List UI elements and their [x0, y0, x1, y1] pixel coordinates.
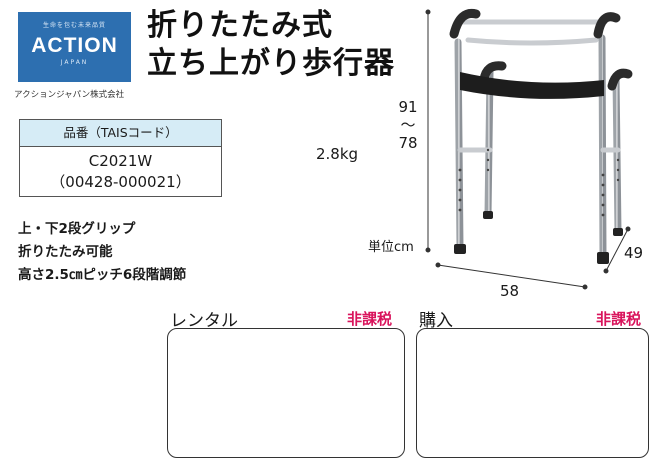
product-code-table: 品番（TAISコード） C2021W （00428-000021） — [19, 119, 222, 197]
width-dimension-line — [437, 264, 586, 288]
company-name: アクションジャパン株式会社 — [14, 90, 125, 100]
walker-illustration — [425, 8, 633, 290]
unit-label: 単位cm — [368, 240, 414, 255]
height-separator: 〜 — [400, 116, 416, 134]
product-title-line1: 折りたたみ式 — [147, 8, 333, 43]
weight-value: 2.8kg — [316, 145, 359, 163]
height-min: 78 — [398, 134, 418, 152]
brand-logo: 生命を包む未来品質 ACTION JAPAN — [18, 12, 131, 82]
feature-item: 折りたたみ可能 — [18, 244, 113, 260]
logo-sub: JAPAN — [60, 59, 89, 66]
tais-code: （00428-000021） — [50, 173, 191, 191]
height-range: 91 〜 78 — [390, 98, 426, 152]
purchase-price-box — [416, 328, 649, 458]
logo-brand: ACTION — [31, 34, 118, 57]
depth-dimension-line — [605, 228, 629, 272]
rental-price-box — [167, 328, 405, 458]
height-max: 91 — [398, 98, 418, 116]
rental-label: レンタル — [170, 311, 238, 331]
purchase-label: 購入 — [419, 311, 453, 331]
code-table-header: 品番（TAISコード） — [20, 120, 221, 147]
feature-item: 上・下2段グリップ — [18, 221, 136, 237]
model-number: C2021W — [88, 152, 153, 170]
rental-tax-badge: 非課税 — [347, 310, 393, 328]
width-value: 58 — [500, 282, 520, 300]
purchase-tax-badge: 非課税 — [596, 310, 642, 328]
product-title-line2: 立ち上がり歩行器 — [147, 46, 395, 81]
depth-value: 49 — [624, 244, 644, 262]
logo-tagline: 生命を包む未来品質 — [42, 22, 106, 29]
feature-item: 高さ2.5㎝ピッチ6段階調節 — [18, 267, 187, 283]
